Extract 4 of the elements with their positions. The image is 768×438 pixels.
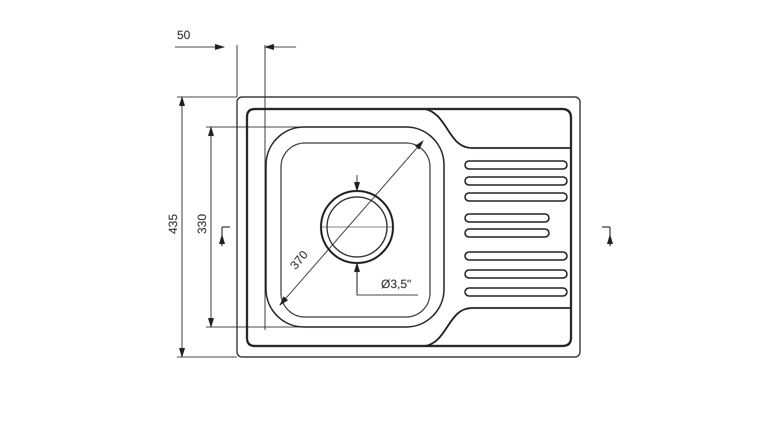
dimension-label: 435 — [167, 212, 180, 236]
dimension-label: Ø3,5" — [380, 278, 412, 290]
dimension-label: 330 — [196, 212, 208, 236]
dimension-label: 50 — [176, 29, 192, 41]
